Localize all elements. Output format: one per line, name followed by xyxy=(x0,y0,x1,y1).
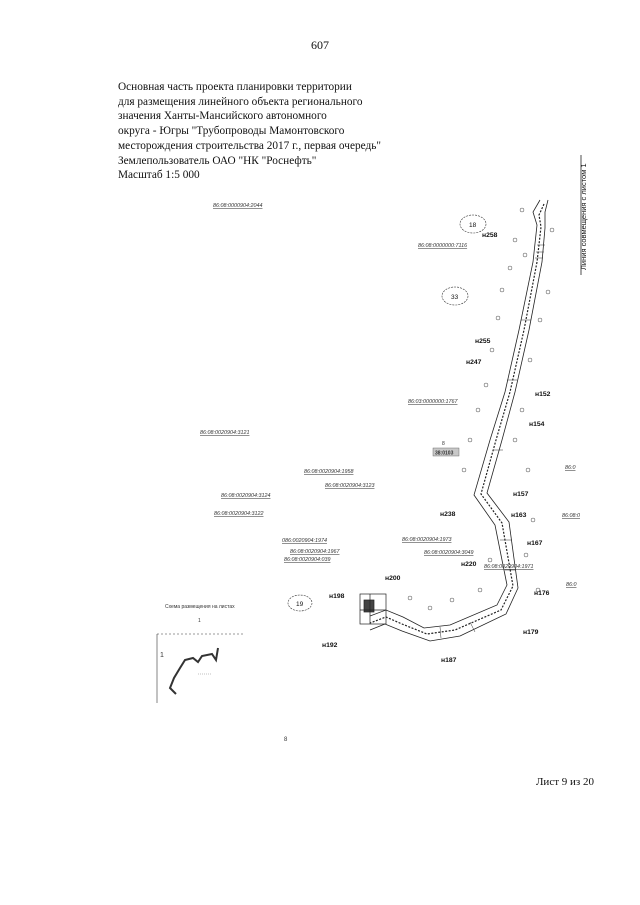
node-labels: н258 н255 н247 н152 н154 н157 н163 н238 … xyxy=(322,232,551,664)
node-n179: н179 xyxy=(523,629,539,636)
node-n176: н176 xyxy=(534,590,550,597)
inset-sheet-label: 1 xyxy=(160,652,164,659)
area-label-small: 8 xyxy=(442,441,445,447)
title-line: Основная часть проекта планировки террит… xyxy=(118,81,352,93)
cadastral-number: 86:08:0020904:3049 xyxy=(424,550,473,556)
node-n258: н258 xyxy=(482,232,498,239)
inset-sheet-label: 1 xyxy=(198,618,201,624)
node-n163: н163 xyxy=(511,512,527,519)
cadastral-number: 86:08:0020904:1958 xyxy=(304,469,353,475)
cadastral-number: 86:0 xyxy=(565,465,576,471)
node-n220: н220 xyxy=(461,561,477,568)
circle-label: 18 xyxy=(469,222,477,229)
cadastral-number: 086:0020904:1974 xyxy=(282,538,327,544)
title-line: месторождения строительства 2017 г., пер… xyxy=(118,139,381,152)
node-n255: н255 xyxy=(475,338,491,345)
title-line: округа - Югры "Трубопроводы Мамонтовског… xyxy=(118,125,345,138)
cadastral-number: 86:08:0000904:2044 xyxy=(213,203,262,209)
cadastral-number: 86:08:0020904:1967 xyxy=(290,549,340,555)
cadastral-number: 86:08:0020904:3121 xyxy=(200,430,249,436)
area-label: 8 38:0103 xyxy=(432,441,460,457)
cadastral-number: 86:08:0020904:3124 xyxy=(221,493,270,499)
circle-18: 18 xyxy=(459,214,487,234)
cadastral-number: 86:08:0020904:3123 xyxy=(325,483,374,489)
cadastral-number: 86:08:0 xyxy=(562,513,580,519)
sheet-layout-inset: Схема размещения на листах 1 1 xyxy=(156,604,245,703)
land-user: Землепользователь ОАО "НК "Роснефть" xyxy=(118,154,317,167)
bottom-mark: 8 xyxy=(284,737,288,743)
node-n200: н200 xyxy=(385,575,401,582)
page-number: 607 xyxy=(311,38,329,52)
area-label-code: 38:0103 xyxy=(435,451,454,457)
title-line: значения Ханты-Мансийского автономного xyxy=(118,110,327,123)
cadastral-number: 86:03:0000000:1767 xyxy=(408,399,458,405)
node-n187: н187 xyxy=(441,657,457,664)
cadastral-number: 86:0 xyxy=(566,582,577,588)
node-n198: н198 xyxy=(329,593,345,600)
cadastral-number: 86:08:0020904:039 xyxy=(284,557,330,563)
cadastral-number: 86:08:0020904:1973 xyxy=(402,537,451,543)
sheet-counter: Лист 9 из 20 xyxy=(535,776,594,788)
well-pad xyxy=(359,593,387,625)
node-n167: н167 xyxy=(527,540,543,547)
node-n247: н247 xyxy=(466,359,482,366)
title-line: для размещения линейного объекта региона… xyxy=(118,95,363,108)
cadastral-number: 86:08:0000000:7116 xyxy=(418,243,467,249)
node-n154: н154 xyxy=(529,421,545,428)
cadastral-number: 86:08:0020904:1971 xyxy=(484,564,533,570)
node-n157: н157 xyxy=(513,491,529,498)
dense-hatch xyxy=(439,244,545,639)
circle-label: 33 xyxy=(451,294,459,301)
node-n192: н192 xyxy=(322,642,338,649)
cadastral-number: 86:08:0020904:3122 xyxy=(214,511,263,517)
node-n238: н238 xyxy=(440,511,456,518)
circle-label: 19 xyxy=(296,601,304,608)
title-block: Основная часть проекта планировки террит… xyxy=(118,80,418,183)
scale-label: Масштаб 1:5 000 xyxy=(118,169,200,182)
vegetation-symbols xyxy=(407,207,555,611)
inset-title: Схема размещения на листах xyxy=(165,604,235,610)
node-n152: н152 xyxy=(535,391,551,398)
circle-33: 33 xyxy=(441,286,469,306)
cadastral-labels: 86:08:0000904:2044 86:08:0000000:7116 86… xyxy=(200,203,580,588)
circle-19: 19 xyxy=(287,594,313,612)
